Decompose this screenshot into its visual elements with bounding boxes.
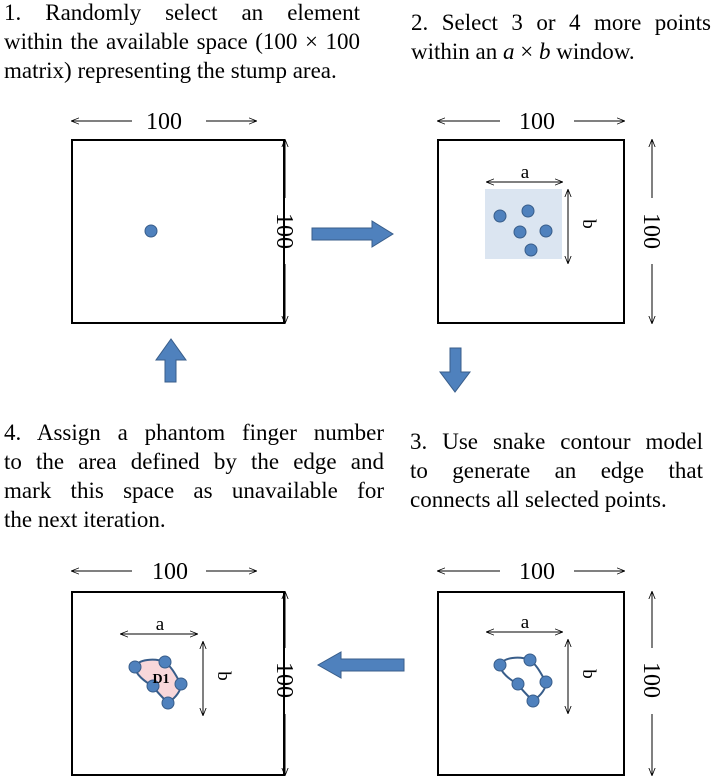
- window-b-label: b: [213, 671, 234, 681]
- seed-point: [144, 224, 158, 238]
- panel-1-width-label: 100: [146, 109, 182, 135]
- step-1-line-3: matrix) representing the stump area.: [4, 58, 337, 83]
- step-1-line-2: within the available space (100 × 100: [4, 29, 360, 54]
- window-point: [524, 243, 538, 257]
- panel-3-box: [437, 591, 625, 776]
- contour-point: [511, 677, 525, 691]
- region-label: D1: [152, 672, 169, 687]
- flow-arrow-up: [155, 338, 187, 383]
- step-2-caption: 2. Select 3 or 4 more points within an a…: [411, 8, 711, 66]
- window-point: [539, 224, 553, 238]
- step-1-line-1: 1. Randomly select an element: [4, 0, 360, 25]
- contour-point: [493, 658, 507, 672]
- panel-1-height-label: 100: [271, 213, 297, 249]
- panel-2-width-label: 100: [519, 109, 555, 135]
- window-a-label: a: [156, 614, 165, 635]
- contour-point: [523, 653, 537, 667]
- panel-4-width-label: 100: [152, 559, 188, 585]
- panel-4-height-label: 100: [271, 662, 297, 698]
- panel-1-box: [71, 139, 285, 324]
- step-4-line-4: the next iteration.: [4, 507, 166, 532]
- contour-point: [539, 675, 553, 689]
- region-point: [161, 696, 175, 710]
- flow-arrow-right: [311, 220, 394, 248]
- panel-3-height-label: 100: [638, 662, 664, 698]
- window-b-label: b: [578, 219, 599, 229]
- contour-point: [526, 694, 540, 708]
- window-a-label: a: [521, 612, 530, 633]
- selection-window: [485, 189, 562, 259]
- step-2-line-2: within an a × b window.: [411, 39, 635, 64]
- panel-2-box: [437, 139, 625, 324]
- step-2-line-1: 2. Select 3 or 4 more points: [411, 10, 711, 35]
- region-point: [158, 655, 172, 669]
- panel-1: 100 100: [71, 109, 297, 324]
- step-3-line-2: to generate an edge that: [410, 458, 703, 483]
- panel-2-height-label: 100: [638, 213, 664, 249]
- window-a-label: a: [521, 162, 530, 183]
- step-3-line-3: connects all selected points.: [410, 487, 667, 512]
- var-a: a: [503, 39, 515, 64]
- step-3-line-1: 3. Use snake contour model: [410, 429, 703, 454]
- panel-3-width-label: 100: [519, 559, 555, 585]
- panel-4-box: [71, 591, 285, 776]
- region-point: [174, 677, 188, 691]
- step-1-caption: 1. Randomly select an element within the…: [4, 0, 360, 85]
- panel-4: 100 100 a b D1: [71, 559, 297, 776]
- step-4-line-3: mark this space as unavailable for: [4, 478, 384, 503]
- step-4-caption: 4. Assign a phantom finger number to the…: [4, 418, 384, 534]
- window-point: [493, 209, 507, 223]
- step-4-line-2: to the area defined by the edge and: [4, 449, 384, 474]
- region-point: [128, 660, 142, 674]
- region-point: [146, 679, 160, 693]
- panel-2: 100 100 a b: [437, 109, 664, 324]
- panel-3: 100 100 a b: [437, 559, 664, 776]
- window-point: [521, 204, 535, 218]
- flow-arrow-down: [439, 347, 471, 393]
- flow-arrow-left: [316, 651, 405, 679]
- step-4-line-1: 4. Assign a phantom finger number: [4, 420, 384, 445]
- var-b: b: [538, 39, 551, 64]
- window-point: [513, 225, 527, 239]
- step-3-caption: 3. Use snake contour model to generate a…: [410, 427, 703, 514]
- window-b-label: b: [578, 669, 599, 679]
- snake-contour: [498, 656, 548, 703]
